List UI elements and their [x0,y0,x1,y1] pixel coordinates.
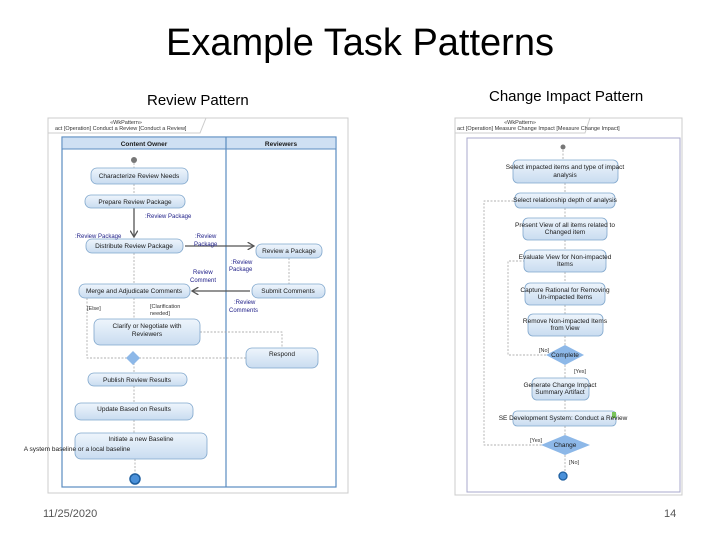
guard-label: [No] [539,348,550,354]
action-label: Distribute Review Package [95,243,173,250]
action-node [84,194,186,209]
action-label: Update Based on Results [97,406,171,413]
action-label: Review a Package [262,248,316,255]
action-label: from View [551,325,580,332]
decision-label: Complete [551,352,579,359]
guard-label: [Else] [87,306,101,312]
action-label: analysis [553,172,577,179]
action-node [523,249,607,273]
pin-label: :Review [231,260,253,266]
pin-label: :Review [234,300,256,306]
initial-node [560,144,566,150]
initial-node [131,157,137,163]
pin-label: Package [229,267,253,273]
action-label: Submit Comments [261,288,315,295]
action-label: Prepare Review Package [98,199,172,206]
guard-label: [Yes] [574,369,587,375]
action-label: Present View of all items related to [515,222,615,229]
pin-label: Package [194,242,218,248]
action-label: Reviewers [132,331,163,338]
review-frame-label: act [Operation] Conduct a Review [Conduc… [55,126,187,132]
decision-complete [546,345,584,365]
review-pattern-diagram: «WkPattern» act [Operation] Conduct a Re… [24,117,349,494]
action-node [524,282,606,306]
page-number: 14 [664,508,677,520]
action-node [512,159,619,184]
action-label: SE Development System: Conduct a Review [499,415,628,422]
final-node [129,473,141,485]
action-label: Initiate a new Baseline [108,436,173,443]
action-node [85,238,184,254]
action-label: Items [557,261,574,268]
action-node [74,432,208,460]
action-label: Generate Change Impact [524,382,597,389]
action-label: A system baseline or a local baseline [24,446,131,453]
action-node [514,192,616,209]
action-label: Select impacted items and type of impact [506,164,625,171]
change-frame-label: act [Operation] Measure Change Impact [M… [457,126,620,132]
action-label: Remove Non-impacted Items [523,318,608,325]
guard-label: needed] [150,311,170,317]
action-node [251,283,326,299]
action-node [522,217,608,241]
action-node [87,372,188,387]
rake-icon [612,412,616,418]
action-label: Characterize Review Needs [99,173,180,180]
action-label: Capture Rational for Removing [520,287,610,294]
action-label: Summary Artifact [535,389,585,396]
action-label: Changed item [545,229,585,236]
guard-label: [Yes] [530,438,543,444]
pin-label: :Review [195,234,217,240]
action-node [527,313,604,337]
change-stereotype: «WkPattern» [504,120,536,126]
action-label: Publish Review Results [103,377,172,384]
call-behavior-node [512,410,617,427]
action-label: Respond [269,351,295,358]
pin-label: :Review Package [75,234,122,240]
guard-label: [No] [569,460,580,466]
action-node [78,283,191,299]
action-node [74,402,194,421]
pin-label: Review [193,270,213,276]
action-node [93,318,201,346]
action-node [90,167,189,185]
pin-label: Comments [229,308,258,314]
guard-label: [Clarification [150,304,180,310]
review-stereotype: «WkPattern» [110,120,142,126]
decision-change [541,435,590,455]
final-node [558,471,568,481]
action-label: Evaluate View for Non-impacted [519,254,612,261]
lane-reviewers: Reviewers [265,141,298,148]
action-node [255,243,323,259]
action-label: Un-impacted Items [538,294,593,301]
action-label: Merge and Adjudicate Comments [86,288,183,295]
change-impact-heading: Change Impact Pattern [489,88,644,105]
slide-title: Example Task Patterns [166,22,554,64]
lane-content-owner: Content Owner [121,141,168,148]
decision-node [126,351,140,365]
action-node [245,347,319,369]
change-impact-diagram: «WkPattern» act [Operation] Measure Chan… [454,117,683,496]
review-pattern-heading: Review Pattern [147,92,249,109]
action-node [531,377,590,401]
action-label: Clarify or Negotiate with [113,323,182,330]
decision-label: Change [554,442,577,449]
action-label: Select relationship depth of analysis [513,197,617,204]
pin-label: Comment [190,278,216,284]
pin-label: :Review Package [145,214,192,220]
slide-date: 11/25/2020 [43,508,98,520]
